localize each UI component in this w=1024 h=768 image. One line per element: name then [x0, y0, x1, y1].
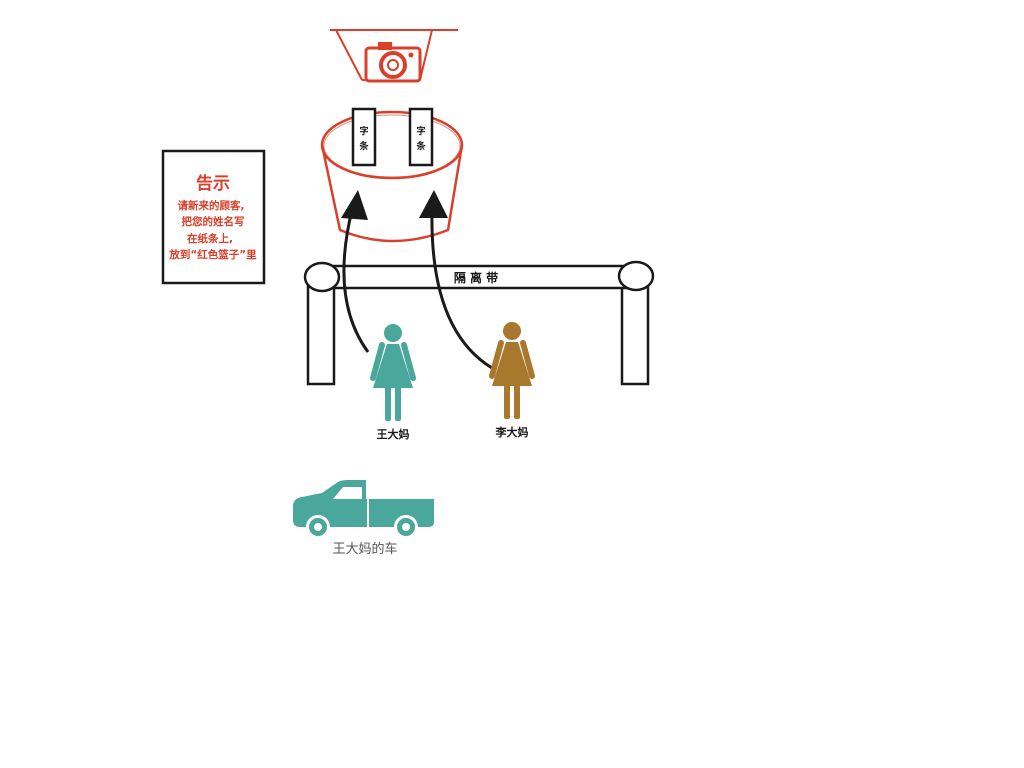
- barrier-label: 隔 离 带: [454, 270, 498, 285]
- person-name: 王大妈: [377, 427, 410, 441]
- camera-mount: [330, 29, 458, 81]
- woman-icon: [370, 324, 416, 421]
- arrow: [341, 190, 370, 353]
- barrier-post-right: [620, 278, 650, 386]
- slip: 字 条: [408, 107, 434, 167]
- basket-rim: [320, 110, 464, 180]
- slip-text: 条: [415, 140, 426, 152]
- slip-text: 字: [359, 125, 368, 137]
- car-label: 王大妈的车: [332, 541, 397, 557]
- notice-line: 把您的姓名写: [182, 215, 245, 228]
- notice-title: 告示: [196, 173, 230, 194]
- woman-icon: [489, 322, 535, 419]
- notice-board: 告示 请新来的顾客, 把您的姓名写 在纸条上, 放到“红色篮子”里: [161, 149, 266, 285]
- notice-line: 请新来的顾客,: [178, 199, 245, 212]
- slip-text: 字: [416, 125, 425, 137]
- notice-line: 放到“红色篮子”里: [168, 248, 257, 261]
- notice-line: 在纸条上,: [187, 232, 233, 245]
- camera-icon: [364, 42, 422, 83]
- person-li: 李大妈: [489, 322, 535, 439]
- slip-text: 条: [358, 140, 369, 152]
- red-basket: [320, 110, 464, 243]
- barrier-post-left: [306, 278, 336, 386]
- person-name: 李大妈: [495, 425, 529, 439]
- barrier: 隔 离 带: [303, 260, 655, 386]
- basket-body: [320, 144, 464, 243]
- person-wang: 王大妈: [370, 324, 416, 441]
- arrow: [419, 190, 493, 370]
- slip: 字 条: [351, 107, 377, 167]
- camera-group: [330, 29, 458, 83]
- pickup-truck-icon: [293, 480, 434, 539]
